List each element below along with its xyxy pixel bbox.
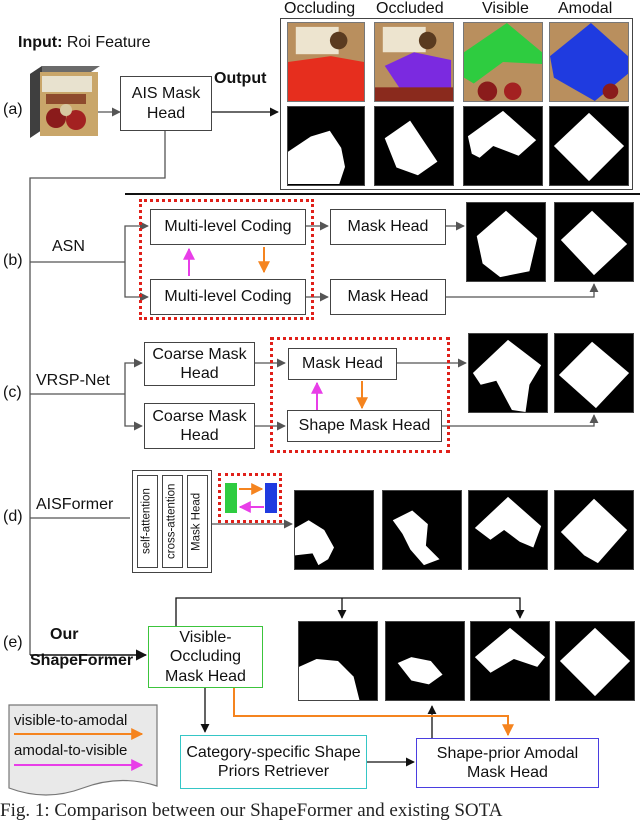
vrsp-visible-mask xyxy=(468,333,548,413)
occluding-thumbnail xyxy=(287,22,365,102)
aisformer-highlight-frame xyxy=(218,473,282,523)
vrsp-coarse-top: Coarse Mask Head xyxy=(144,342,255,386)
green-query-block xyxy=(225,483,237,513)
header-occluding: Occluding xyxy=(284,0,356,17)
occluded-mask xyxy=(374,106,454,186)
asn-label: ASN xyxy=(52,238,85,255)
legend-scroll-icon xyxy=(8,704,158,800)
asn-visible-mask xyxy=(466,202,546,282)
vrsp-coarse-bottom: Coarse Mask Head xyxy=(144,403,255,449)
vrsp-shape-mask-head: Shape Mask Head xyxy=(287,410,442,442)
vrsp-highlight-frame xyxy=(270,337,450,453)
ours-occluded-mask xyxy=(385,621,465,701)
asn-mask-head-top: Mask Head xyxy=(330,209,446,245)
header-visible: Visible xyxy=(482,0,529,17)
vrsp-mask-head: Mask Head xyxy=(288,348,397,380)
asn-mask-head-bottom: Mask Head xyxy=(330,279,446,315)
row-label-c: (c) xyxy=(3,384,22,401)
visible-mask xyxy=(463,106,543,186)
ours-occluding-mask xyxy=(298,621,378,701)
legend-visible-to-amodal: visible-to-amodal xyxy=(14,712,128,729)
row-label-d: (d) xyxy=(3,508,23,525)
asn-amodal-mask xyxy=(554,202,634,282)
row-label-e: (e) xyxy=(3,634,23,651)
header-occluded: Occluded xyxy=(376,0,444,17)
amodal-mask xyxy=(549,106,629,186)
asn-highlight-frame xyxy=(139,199,314,320)
asn-coding-bottom: Multi-level Coding xyxy=(150,279,306,315)
aisformer-occluding-mask xyxy=(294,490,374,570)
asn-coding-top: Multi-level Coding xyxy=(150,209,306,245)
blue-query-block xyxy=(265,483,277,513)
row-label-b: (b) xyxy=(3,252,23,269)
ours-label-line1: Our xyxy=(50,626,79,643)
output-label: Output xyxy=(214,70,267,87)
visible-occluding-mask-head: Visible- Occluding Mask Head xyxy=(148,626,263,688)
input-label: Input: Roi Feature xyxy=(18,34,151,51)
legend-amodal-to-visible: amodal-to-visible xyxy=(14,742,128,759)
ours-label-line2: ShapeFormer xyxy=(30,652,134,669)
ais-mask-head-box: AIS Mask Head xyxy=(120,76,212,131)
vrsp-amodal-mask xyxy=(554,333,634,413)
figure-caption: Fig. 1: Comparison between our ShapeForm… xyxy=(0,800,503,821)
visible-thumbnail xyxy=(463,22,543,102)
vrsp-label: VRSP-Net xyxy=(36,372,110,389)
cube-icon xyxy=(28,64,100,140)
amodal-thumbnail xyxy=(549,22,629,102)
output-panel xyxy=(280,18,633,190)
shape-priors-retriever: Category-specific Shape Priors Retriever xyxy=(180,735,367,789)
ours-amodal-mask xyxy=(555,621,635,701)
aisformer-amodal-mask xyxy=(554,490,634,570)
aisformer-occluded-mask xyxy=(382,490,462,570)
aisformer-label: AISFormer xyxy=(36,496,114,513)
occluded-thumbnail xyxy=(374,22,454,102)
shape-prior-amodal-mask-head: Shape-prior Amodal Mask Head xyxy=(416,738,599,788)
occluding-mask xyxy=(287,106,365,186)
header-amodal: Amodal xyxy=(558,0,613,17)
aisformer-visible-mask xyxy=(468,490,548,570)
ours-visible-mask xyxy=(470,621,550,701)
row-label-a: (a) xyxy=(3,101,23,118)
